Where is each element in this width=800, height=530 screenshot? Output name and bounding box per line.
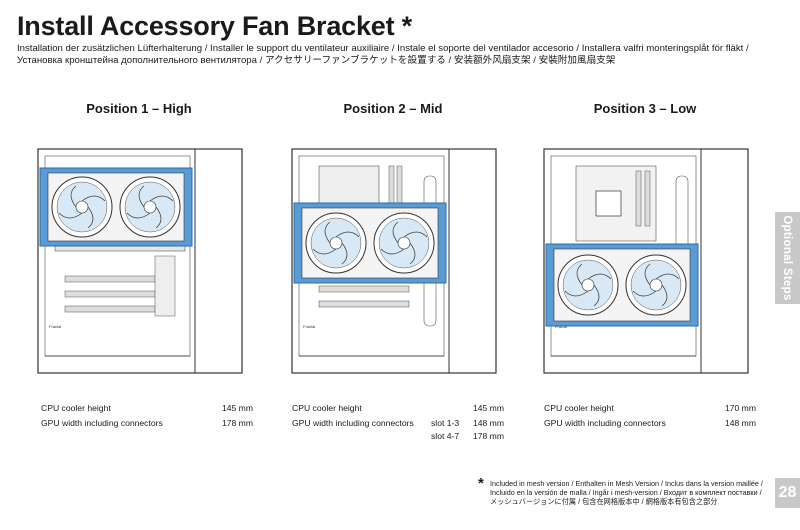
fan-icon <box>373 212 435 274</box>
footnote-line-3: メッシュバージョンに付属 / 包含在网格版本中 / 網格版本有包含之部分 <box>490 497 718 507</box>
slot-1-3-label: slot 1-3 <box>431 418 460 428</box>
fan-icon <box>305 212 367 274</box>
fan-icon <box>51 176 113 238</box>
cpu-height-label: CPU cooler height <box>292 403 362 413</box>
optional-steps-label: Optional Steps <box>781 215 793 301</box>
slot-4-7-label: slot 4-7 <box>431 431 460 441</box>
footnote-line-1: Included in mesh version / Enthalten in … <box>490 479 763 488</box>
optional-steps-tab: Optional Steps <box>775 212 800 304</box>
gpu-width-value: 178 mm <box>221 418 253 428</box>
gpu-width-label: GPU width including connectors <box>41 418 163 428</box>
cpu-height-label: CPU cooler height <box>41 403 111 413</box>
footnote-line-2: Incluido en la versión de malla / Ingår … <box>490 488 762 498</box>
cpu-height-value: 170 mm <box>724 403 756 413</box>
page-subtitle: Installation der zusätzlichen Lüfterhalt… <box>17 43 749 66</box>
gpu-width-value: 148 mm <box>724 418 756 428</box>
cpu-height-value: 145 mm <box>472 403 504 413</box>
brand-mark: Fractal <box>303 324 315 329</box>
position-1-specs: CPU cooler height 145 mm GPU width includ… <box>41 401 253 431</box>
cpu-height-label: CPU cooler height <box>544 403 614 413</box>
position-3-heading: Position 3 – Low <box>593 101 697 116</box>
position-2-heading: Position 2 – Mid <box>343 101 443 116</box>
position-2-case-illustration: Fractal <box>291 148 497 374</box>
footnote: Included in mesh version / Enthalten in … <box>490 479 770 507</box>
slot-1-3-value: 148 mm <box>472 418 504 428</box>
page-number: 28 <box>775 478 800 508</box>
position-3-specs: CPU cooler height 170 mm GPU width includ… <box>544 401 756 431</box>
page-title: Install Accessory Fan Bracket * <box>17 11 412 41</box>
gpu-width-label: GPU width including connectors <box>544 418 666 428</box>
gpu-width-label: GPU width including connectors <box>292 418 414 428</box>
fan-icon <box>625 254 687 316</box>
fan-icon <box>119 176 181 238</box>
fan-icon <box>557 254 619 316</box>
position-3-case-illustration: Fractal <box>543 148 749 374</box>
footnote-asterisk: * <box>478 475 484 492</box>
cpu-height-value: 145 mm <box>221 403 253 413</box>
position-1-case-illustration: Fractal <box>37 148 243 374</box>
position-2-specs: CPU cooler height 145 mm GPU width includ… <box>292 401 504 442</box>
slot-4-7-value: 178 mm <box>472 431 504 441</box>
brand-mark: Fractal <box>49 324 61 329</box>
position-1-heading: Position 1 – High <box>86 101 192 116</box>
